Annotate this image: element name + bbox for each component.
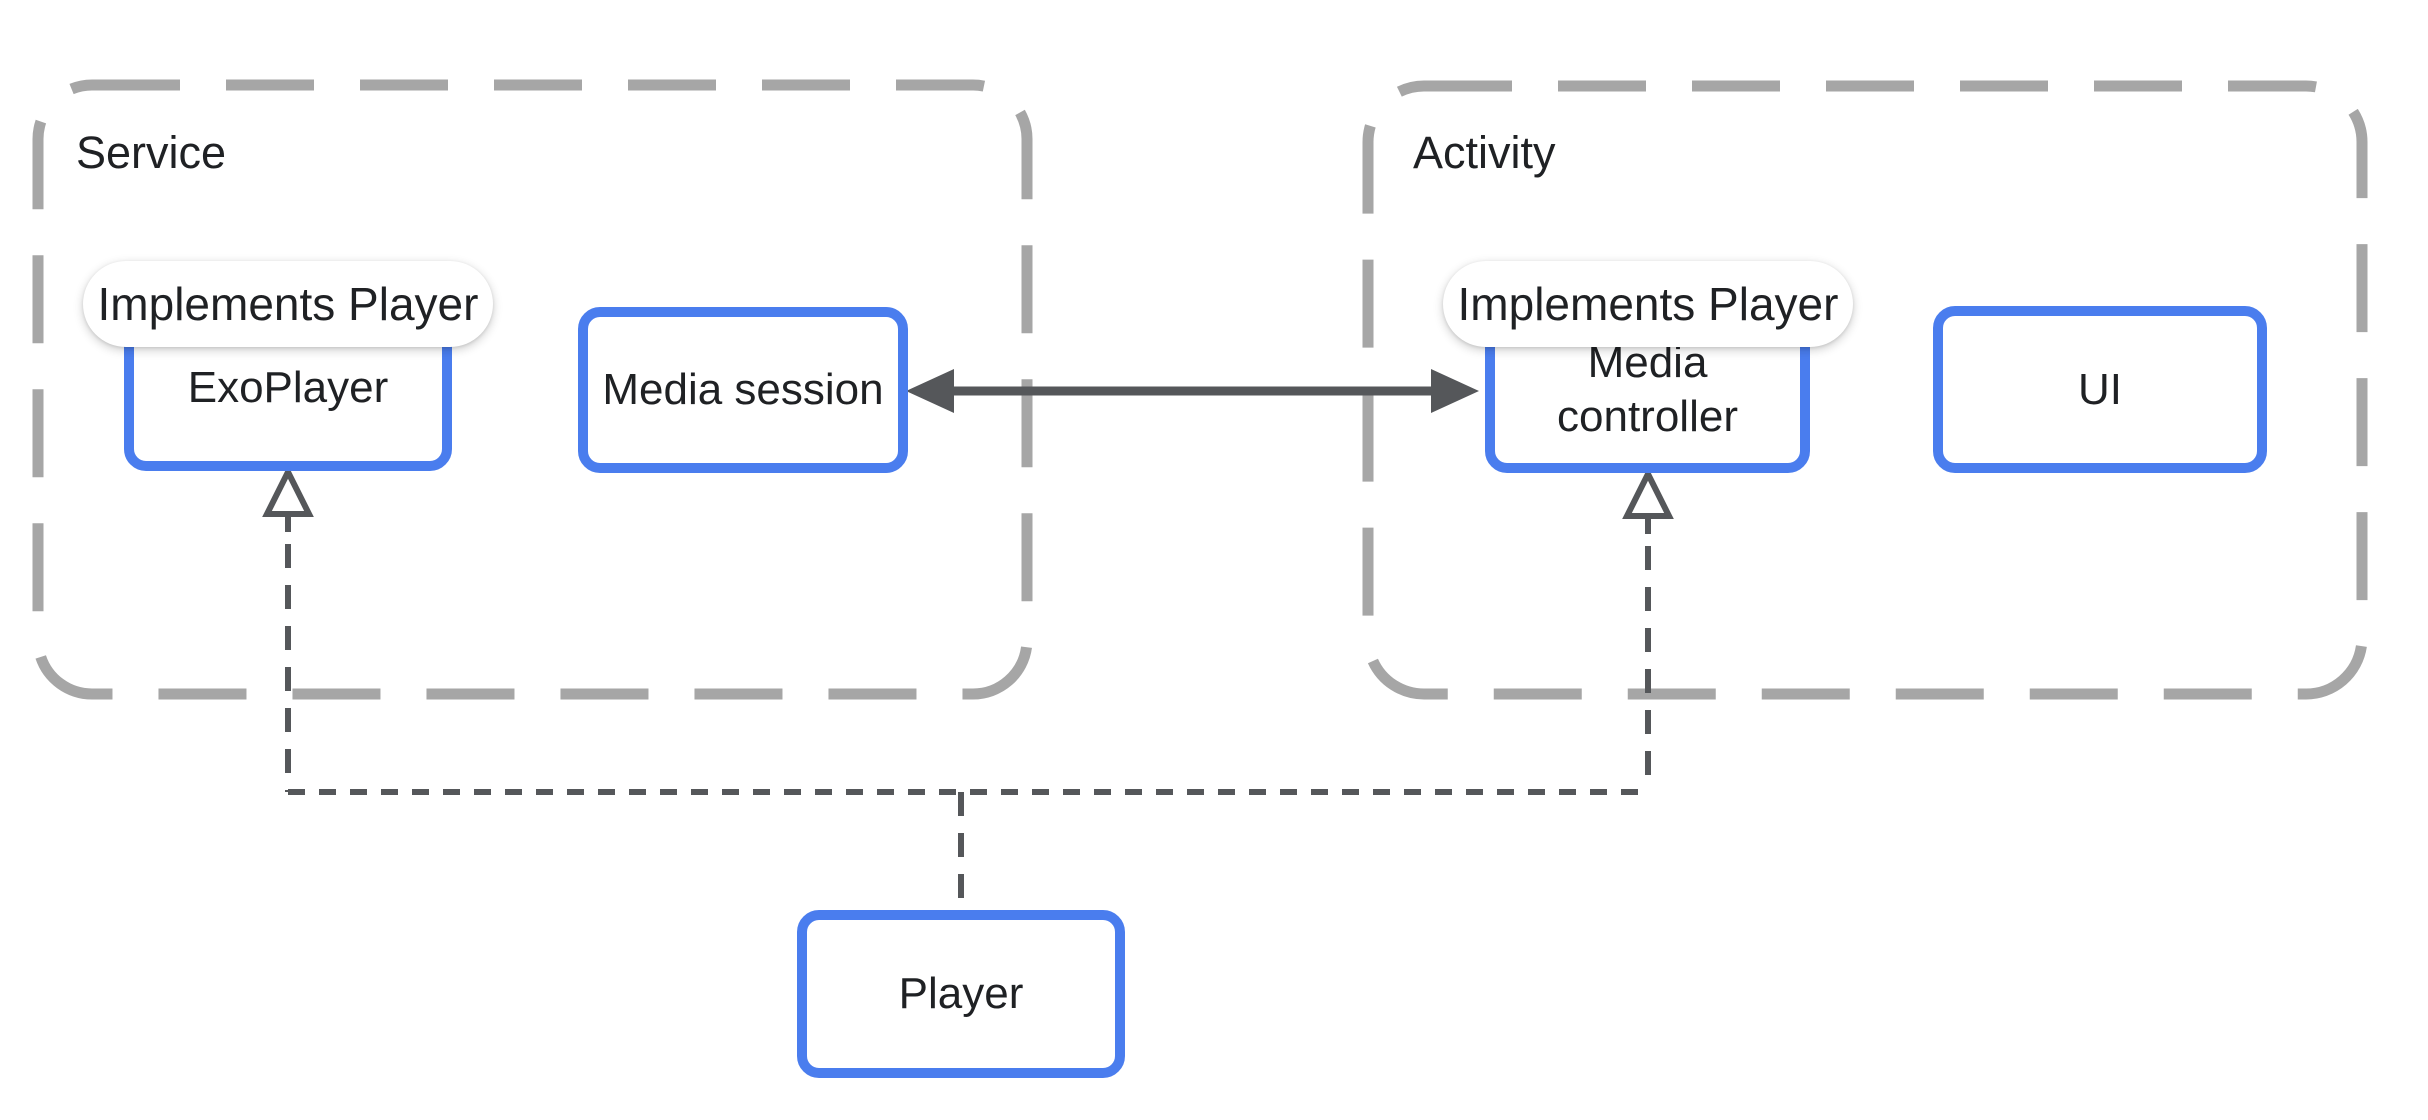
player-implements-connector <box>262 465 1674 908</box>
activity-container-label: Activity <box>1413 127 1556 178</box>
open-arrowhead-controller-icon <box>1622 467 1674 519</box>
service-container-label: Service <box>76 127 227 178</box>
ui-node: UI <box>1933 306 2267 473</box>
player-node: Player <box>797 910 1125 1078</box>
arrowhead-left-icon <box>906 369 954 413</box>
session-controller-arrow <box>906 369 1479 413</box>
media-session-node: Media session <box>578 307 908 473</box>
implements-player-badge-controller: Implements Player <box>1443 261 1853 347</box>
open-arrowhead-exoplayer-icon <box>262 465 314 517</box>
activity-container-border <box>1362 80 2368 700</box>
arrowhead-right-icon <box>1431 369 1479 413</box>
implements-player-badge-exoplayer: Implements Player <box>83 261 493 347</box>
